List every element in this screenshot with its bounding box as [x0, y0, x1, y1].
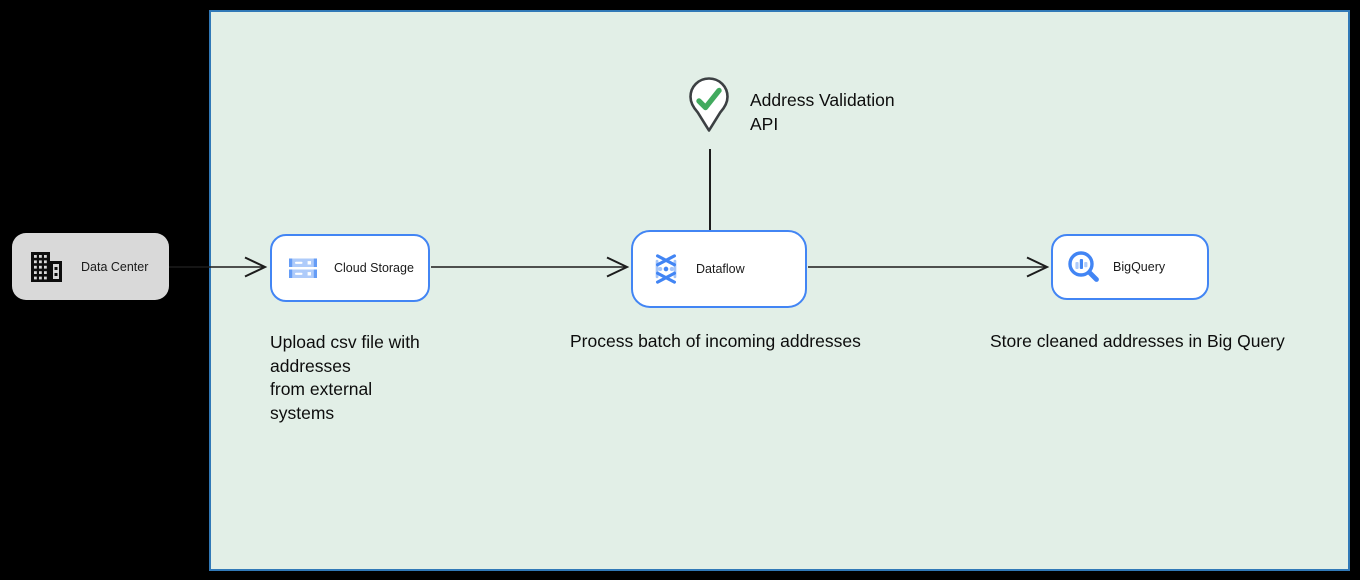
upload-caption: Upload csv file with addresses from exte…: [270, 332, 420, 423]
map-pin-check-icon: [686, 76, 732, 139]
bigquery-icon: [1065, 248, 1103, 286]
dataflow-icon: [646, 249, 686, 289]
cloud-storage-icon: [286, 251, 320, 285]
data-center-label: Data Center: [81, 259, 149, 274]
process-caption: Process batch of incoming addresses: [570, 331, 861, 351]
cloud-storage-label: Cloud Storage: [334, 261, 414, 275]
node-dataflow: Dataflow: [631, 230, 807, 308]
dataflow-label: Dataflow: [696, 262, 745, 276]
bigquery-label: BigQuery: [1113, 260, 1166, 274]
store-caption: Store cleaned addresses in Big Query: [990, 331, 1285, 351]
node-cloud-storage: Cloud Storage: [270, 234, 430, 302]
building-icon: [26, 247, 66, 287]
node-data-center: Data Center: [12, 233, 169, 300]
address-validation-api-label: Address Validation API: [750, 90, 895, 134]
node-bigquery: BigQuery: [1051, 234, 1209, 300]
